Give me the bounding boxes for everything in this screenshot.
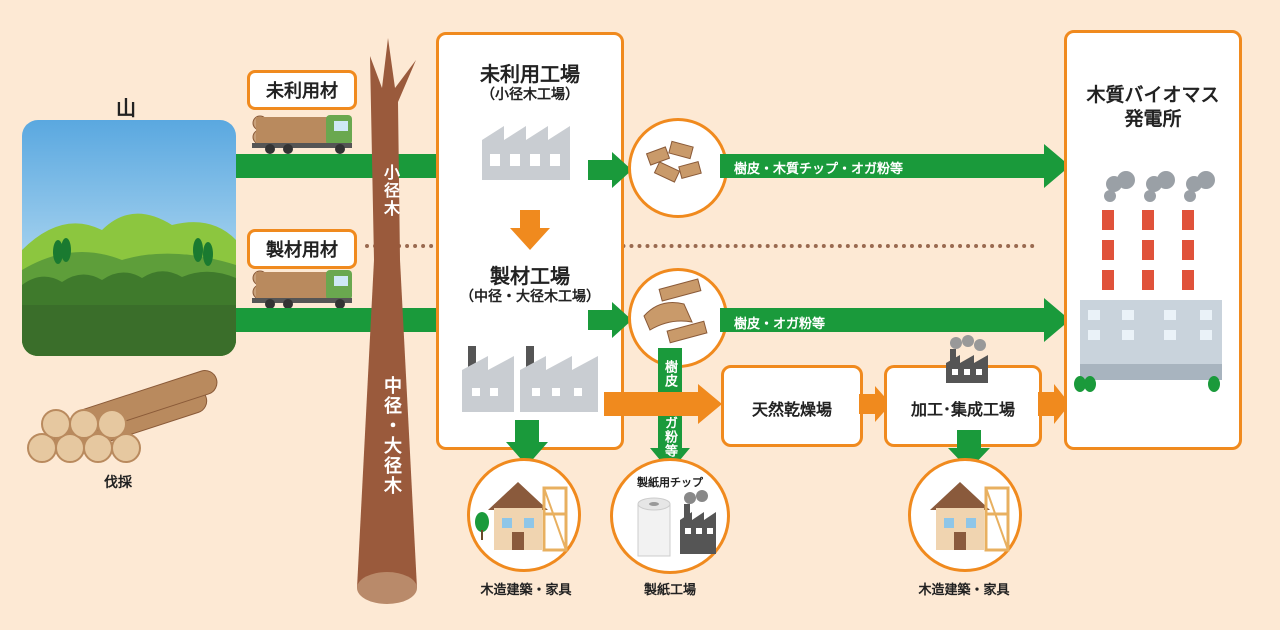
mountain-landscape xyxy=(22,120,236,356)
harvest-label: 伐採 xyxy=(104,475,132,491)
processing-title: 加工･集成工場 xyxy=(910,400,1015,419)
arrow-chips-to-power xyxy=(720,144,1070,188)
paper-chip-label: 製紙用チップ xyxy=(637,476,703,489)
drying-title: 天然乾燥場 xyxy=(751,400,832,419)
housing-label-2: 木造建築・家具 xyxy=(918,583,1010,598)
log-pile-icon xyxy=(27,370,218,463)
unused-factory-title: 未利用工場 xyxy=(480,62,580,86)
mountain-title: 山 xyxy=(116,96,136,120)
arrow-down-housing-1 xyxy=(506,420,548,466)
flow-label-bark-sawdust: 樹皮・オガ粉等 xyxy=(734,317,826,332)
factory-icon xyxy=(462,346,598,412)
arrow-drying-to-processing xyxy=(859,386,891,422)
tree-icon xyxy=(53,238,213,266)
paper-roll-icon xyxy=(637,490,716,557)
housing-label-1: 木造建築・家具 xyxy=(480,583,572,598)
arrow-lumber-to-factory xyxy=(236,298,470,342)
arrow-unused-to-factory xyxy=(236,144,470,188)
factory-small-icon xyxy=(946,335,988,383)
tag-unused-timber: 未利用材 xyxy=(247,70,357,110)
lumber-factory-title: 製材工場 xyxy=(490,264,570,288)
power-plant-title-2: 発電所 xyxy=(1124,108,1182,130)
truck-icon xyxy=(252,115,352,154)
lumber-factory-subtitle: （中径・大径木工場） xyxy=(460,289,600,305)
power-plant-icon xyxy=(1074,171,1222,392)
arrow-unused-to-chips xyxy=(588,152,632,188)
tag-lumber-timber: 製材用材 xyxy=(247,229,357,269)
arrow-lumber-to-wood xyxy=(588,302,632,338)
arrow-to-drying xyxy=(604,384,722,424)
wood-chip-icon xyxy=(645,140,702,183)
paper-mill-label: 製紙工場 xyxy=(643,583,696,598)
house-icon xyxy=(930,482,1010,552)
arrow-wood-to-power xyxy=(720,298,1070,342)
arrow-down-orange xyxy=(510,210,550,250)
trunk-small-label: 小径木 xyxy=(381,164,400,218)
power-plant-title-1: 木質バイオマス xyxy=(1086,84,1220,106)
arrow-processing-to-power xyxy=(1038,384,1070,424)
drying-box xyxy=(721,365,863,447)
tree-trunk xyxy=(357,38,417,604)
unused-factory-subtitle: （小径木工場） xyxy=(481,87,579,103)
divider-line xyxy=(365,244,1035,248)
lumber-icon xyxy=(643,278,708,344)
flow-label-bark-chip: 樹皮・木質チップ・オガ粉等 xyxy=(734,162,904,177)
trunk-large-label: 中径・大径木 xyxy=(381,376,402,496)
arrow-down-housing-2 xyxy=(948,430,990,470)
truck-icon xyxy=(252,270,352,309)
factory-icon xyxy=(482,126,570,180)
house-icon xyxy=(475,482,568,552)
